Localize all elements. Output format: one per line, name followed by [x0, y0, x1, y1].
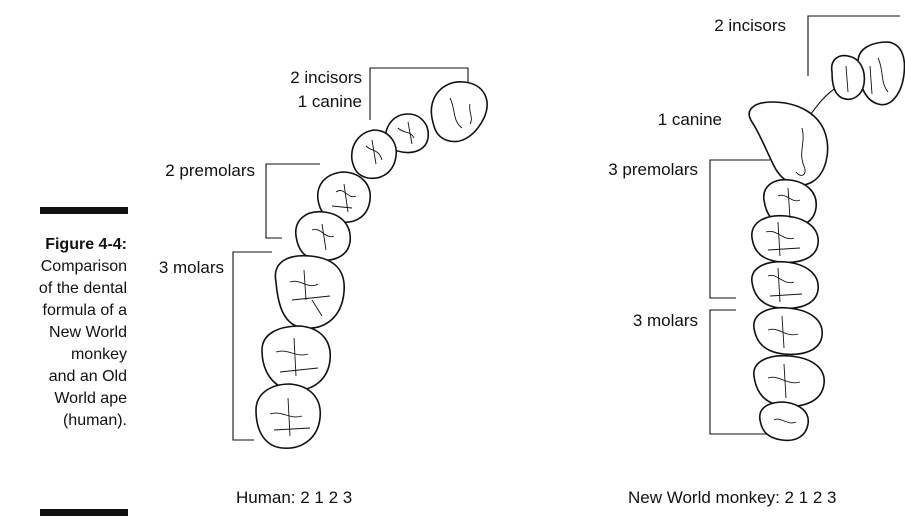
tooth-crease — [777, 187, 801, 219]
caption-line: monkey — [71, 346, 127, 363]
caption-line: Comparison — [41, 258, 127, 275]
tooth-crease — [275, 337, 319, 377]
tooth-crease — [869, 57, 889, 95]
human-molar-tooth — [274, 254, 345, 329]
monkey-molar-tooth — [753, 306, 823, 356]
caption-line: formula of a — [43, 302, 128, 319]
caption-line: and an Old — [49, 368, 127, 385]
tooth-crease — [773, 418, 797, 424]
tooth-crease — [289, 269, 331, 317]
monkey-incisors-bracket — [807, 15, 900, 76]
human-premolar-tooth — [295, 211, 351, 262]
monkey-incisor-tooth — [830, 54, 866, 100]
tooth-crease — [311, 223, 335, 251]
human-premolars-label: 2 premolars — [165, 161, 255, 180]
human-arch: 2 incisors 1 canine 2 premolars 3 molars… — [159, 67, 488, 507]
monkey-premolars-label: 3 premolars — [608, 160, 698, 179]
human-molar-tooth — [261, 325, 331, 391]
caption-bottom-rule — [40, 509, 128, 516]
tooth-crease — [269, 397, 311, 437]
monkey-arch: 2 incisors 1 canine 3 premolars 3 molars… — [608, 15, 905, 507]
human-molars-label: 3 molars — [159, 258, 224, 277]
human-canine-label: 1 canine — [298, 92, 362, 111]
caption-line: (human). — [63, 412, 127, 429]
tooth-crease — [845, 65, 849, 93]
tooth-crease — [767, 267, 803, 303]
tooth-crease — [365, 139, 383, 165]
monkey-premolar-tooth — [751, 214, 819, 264]
monkey-incisor-tooth — [857, 41, 905, 106]
monkey-molars-bracket — [709, 309, 770, 435]
tooth-crease — [765, 221, 801, 257]
caption-line: World ape — [54, 390, 127, 407]
monkey-canine-label: 1 canine — [658, 110, 722, 129]
figure-label: Figure 4-4: — [45, 236, 127, 253]
monkey-incisors-label: 2 incisors — [714, 16, 786, 35]
monkey-arch-connector — [807, 87, 837, 119]
tooth-crease — [795, 127, 806, 176]
human-incisors-label: 2 incisors — [290, 68, 362, 87]
monkey-molars-label: 3 molars — [633, 311, 698, 330]
monkey-canine-tooth — [748, 101, 829, 186]
figure-caption: Figure 4-4: Comparison of the dental for… — [39, 236, 127, 429]
human-molar-tooth — [255, 383, 321, 449]
human-formula: Human: 2 1 2 3 — [236, 488, 352, 507]
human-premolars-bracket — [265, 163, 320, 239]
monkey-formula: New World monkey: 2 1 2 3 — [628, 488, 837, 507]
tooth-crease — [397, 121, 415, 145]
monkey-premolars-bracket — [709, 159, 770, 299]
tooth-crease — [767, 315, 799, 349]
human-molars-bracket — [232, 251, 272, 441]
caption-line: of the dental — [39, 280, 127, 297]
monkey-molar-tooth — [753, 354, 825, 408]
tooth-crease — [449, 97, 472, 129]
tooth-crease — [331, 183, 357, 213]
monkey-premolar-tooth — [751, 260, 819, 310]
caption-top-rule — [40, 207, 128, 214]
caption-line: New World — [49, 324, 127, 341]
human-incisor-tooth — [430, 81, 488, 143]
tooth-crease — [767, 363, 801, 399]
